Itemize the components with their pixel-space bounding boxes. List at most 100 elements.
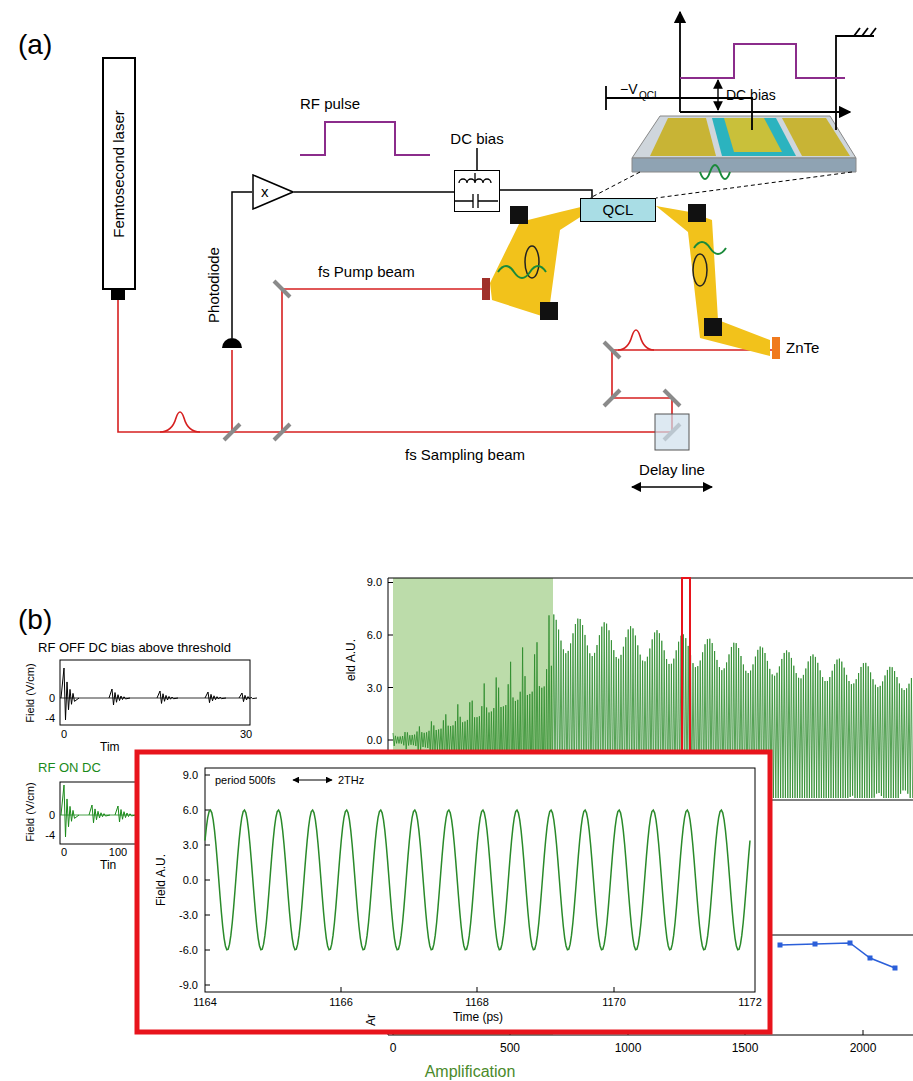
label-text: RF ON DC bbox=[38, 761, 101, 775]
node-label: Femtosecond laser bbox=[111, 110, 128, 238]
delay-stage bbox=[655, 414, 689, 450]
node-label: x bbox=[261, 184, 269, 201]
bias-inset-plot bbox=[679, 12, 681, 112]
label-text: period 500fs bbox=[215, 774, 276, 786]
wire bbox=[500, 190, 592, 198]
pulse-trace bbox=[109, 689, 130, 705]
laser-beam bbox=[282, 289, 482, 432]
label-text: RF OFF DC bias above threshold bbox=[38, 641, 231, 655]
delay-arrow bbox=[632, 486, 712, 488]
thz-optics bbox=[525, 246, 539, 278]
label-text: 0 bbox=[49, 809, 55, 821]
label-text: -9.0 bbox=[179, 979, 198, 991]
amplitude-trace bbox=[780, 943, 895, 968]
data-point bbox=[813, 942, 818, 947]
beam-dump bbox=[482, 278, 490, 300]
data-point bbox=[893, 966, 898, 971]
thz-optics bbox=[688, 204, 706, 222]
laser-box: Femtosecond laser bbox=[102, 57, 136, 290]
time-marker bbox=[682, 578, 690, 752]
beam-mirror bbox=[604, 342, 620, 358]
laser-beam bbox=[160, 412, 200, 432]
qcl-chip bbox=[590, 172, 640, 198]
beam-mirror bbox=[604, 390, 620, 406]
label-text: Field (V/cm) bbox=[24, 782, 36, 841]
thz-optics bbox=[540, 302, 558, 320]
bias-inset-plot bbox=[680, 44, 845, 78]
thz-optics bbox=[490, 206, 585, 318]
label-text: 0 bbox=[390, 1042, 397, 1055]
label-text: -6.0 bbox=[179, 944, 198, 956]
label-text: 1168 bbox=[465, 996, 489, 1008]
label-text: QCL bbox=[639, 90, 660, 101]
label-text: −V bbox=[620, 82, 638, 97]
node-label: DC bias bbox=[450, 131, 503, 148]
label-text: fs Sampling beam bbox=[405, 447, 525, 464]
pulse-trace bbox=[61, 668, 79, 720]
label-text: 2THz bbox=[338, 774, 364, 786]
thz-optics bbox=[498, 266, 546, 278]
laser-beam bbox=[231, 350, 233, 432]
pulse-trace bbox=[115, 806, 136, 822]
photodiode-symbol bbox=[222, 338, 242, 348]
pulse-trace bbox=[205, 692, 226, 703]
label-text: 0 bbox=[49, 692, 55, 704]
label-text: 1164 bbox=[193, 996, 217, 1008]
thz-optics bbox=[490, 204, 770, 356]
qcl-chip bbox=[782, 118, 850, 156]
data-point bbox=[868, 956, 873, 961]
amplifier-outline bbox=[253, 175, 293, 209]
qcl-chip bbox=[632, 116, 856, 158]
bias-inset-plot bbox=[680, 111, 850, 113]
label-text: 0.0 bbox=[367, 734, 382, 746]
label-text: 1172 bbox=[738, 996, 762, 1008]
amplifier-outline bbox=[252, 174, 294, 210]
label-text: 0.0 bbox=[183, 874, 198, 886]
qcl-chip bbox=[650, 118, 716, 156]
zoom-inset bbox=[293, 780, 332, 781]
bias-tee-symbol bbox=[455, 171, 498, 210]
label-text: fs Pump beam bbox=[318, 264, 415, 281]
beam-mirror bbox=[224, 281, 680, 440]
bias-inset-plot bbox=[717, 80, 718, 110]
label-text: 500 bbox=[500, 1042, 520, 1055]
thz-optics bbox=[693, 254, 707, 286]
beam-mirror bbox=[664, 390, 680, 406]
sine-trace bbox=[205, 810, 750, 950]
wire bbox=[294, 191, 454, 193]
data-point bbox=[848, 941, 853, 946]
inductor-symbol bbox=[459, 173, 491, 183]
label-text: 2000 bbox=[850, 1042, 877, 1055]
laser-beam bbox=[618, 330, 654, 350]
label-text: -4 bbox=[45, 712, 55, 724]
bias-tee-box: DC bias bbox=[454, 170, 500, 212]
qcl-chip bbox=[590, 116, 856, 198]
label-text: 6.0 bbox=[367, 629, 382, 641]
label-text: (a) bbox=[18, 30, 52, 61]
label-text: -4 bbox=[45, 829, 55, 841]
zoom-inset bbox=[205, 768, 755, 992]
label-text: 3.0 bbox=[367, 682, 382, 694]
label-text: Delay line bbox=[639, 462, 705, 479]
pulse-trace bbox=[157, 691, 178, 703]
qcl-chip bbox=[700, 165, 730, 179]
label-text: DC bias bbox=[726, 88, 776, 103]
small-plot-frame bbox=[60, 660, 250, 725]
thz-optics bbox=[694, 242, 726, 254]
label-text: 1166 bbox=[329, 996, 353, 1008]
data-point bbox=[778, 943, 783, 948]
beam-mirror bbox=[274, 281, 290, 297]
label-text: Time (ps) bbox=[453, 1011, 503, 1024]
label-text: Tin bbox=[100, 859, 116, 872]
label-text: Field (V/cm) bbox=[24, 663, 36, 722]
bias-inset-plot bbox=[680, 12, 850, 112]
label-text: Ar bbox=[365, 1014, 378, 1026]
label-text: 100 bbox=[109, 846, 127, 858]
beam-mirror bbox=[224, 424, 240, 440]
label-text: 1170 bbox=[602, 996, 626, 1008]
qcl-chip bbox=[656, 172, 852, 198]
label-text: 0 bbox=[61, 846, 67, 858]
label-text: 6.0 bbox=[183, 804, 198, 816]
laser-output bbox=[111, 290, 125, 300]
